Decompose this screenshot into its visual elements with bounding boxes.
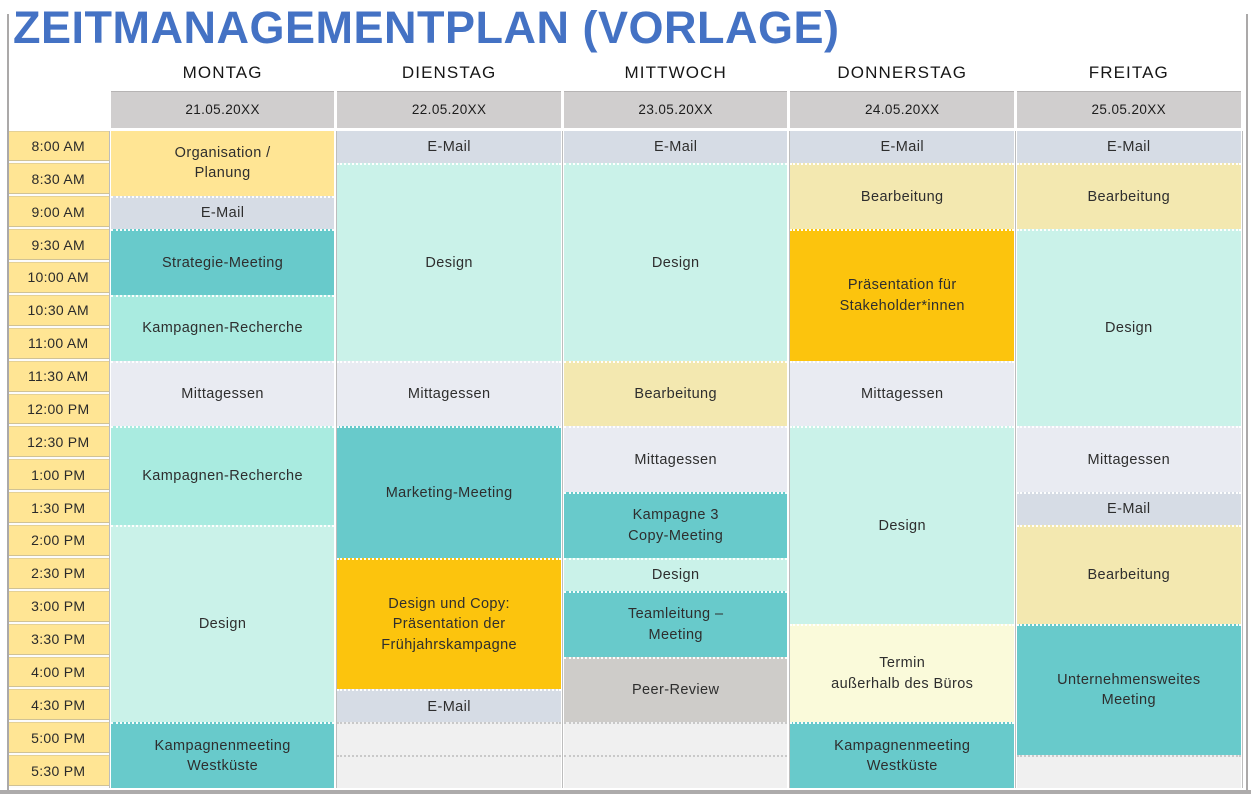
event-cell[interactable]: Design (563, 557, 788, 591)
time-cell[interactable]: 11:30 AM (8, 360, 109, 394)
event-cell[interactable]: Präsentation für Stakeholder*innen (790, 229, 1015, 361)
time-cell[interactable]: 5:00 PM (8, 722, 109, 756)
day-header: FREITAG (1088, 63, 1169, 82)
empty-cell[interactable] (337, 722, 561, 756)
time-cell[interactable]: 2:30 PM (8, 557, 109, 591)
time-cell[interactable]: 8:30 AM (8, 163, 109, 197)
date-cell[interactable]: 23.05.20XX (563, 90, 788, 128)
event-cell[interactable]: E-Mail (337, 689, 561, 723)
event-cell[interactable]: Peer-Review (563, 656, 788, 723)
event-cell[interactable]: Design und Copy: Präsentation der Frühja… (337, 557, 561, 690)
event-cell[interactable]: E-Mail (1017, 492, 1241, 526)
event-cell[interactable]: Termin außerhalb des Büros (790, 623, 1015, 723)
column-separator (335, 130, 337, 789)
empty-cell[interactable] (337, 755, 561, 789)
event-cell[interactable]: Mittagessen (1017, 426, 1241, 493)
time-cell[interactable]: 3:00 PM (8, 590, 109, 624)
event-cell[interactable]: Unternehmensweites Meeting (1017, 623, 1241, 756)
time-cell[interactable]: 12:00 PM (8, 393, 109, 427)
time-cell[interactable]: 10:00 AM (8, 262, 109, 295)
time-cell[interactable]: 9:30 AM (8, 229, 109, 262)
day-header: DONNERSTAG (837, 63, 968, 82)
event-cell[interactable]: Kampagne 3 Copy-Meeting (563, 492, 788, 558)
column-separator (1015, 130, 1017, 789)
event-cell[interactable]: Bearbeitung (1017, 163, 1241, 230)
empty-cell[interactable] (563, 722, 788, 756)
event-cell[interactable]: Teamleitung – Meeting (563, 590, 788, 657)
column-separator (1241, 130, 1243, 789)
empty-cell[interactable] (1017, 755, 1241, 789)
event-cell[interactable]: E-Mail (790, 130, 1015, 164)
time-cell[interactable]: 10:30 AM (8, 294, 109, 328)
time-cell[interactable]: 12:30 PM (8, 426, 109, 460)
day-header: DIENSTAG (401, 63, 497, 82)
event-cell[interactable]: Mittagessen (563, 426, 788, 493)
time-cell[interactable]: 4:30 PM (8, 689, 109, 723)
event-cell[interactable]: Design (1017, 229, 1241, 427)
date-cell[interactable]: 25.05.20XX (1017, 90, 1241, 128)
event-cell[interactable]: Kampagnenmeeting Westküste (110, 722, 335, 789)
event-cell[interactable]: Bearbeitung (563, 360, 788, 427)
event-cell[interactable]: Organisation / Planung (110, 130, 335, 197)
date-cell[interactable]: 22.05.20XX (337, 90, 561, 128)
time-cell[interactable]: 8:00 AM (8, 130, 109, 164)
date-cell[interactable]: 24.05.20XX (790, 90, 1015, 128)
time-cell[interactable]: 9:00 AM (8, 196, 109, 230)
time-cell[interactable]: 3:30 PM (8, 623, 109, 657)
event-cell[interactable]: Strategie-Meeting (110, 229, 335, 295)
event-cell[interactable]: Bearbeitung (1017, 525, 1241, 624)
event-cell[interactable]: Kampagnenmeeting Westküste (790, 722, 1015, 789)
event-cell[interactable]: Mittagessen (790, 360, 1015, 427)
event-cell[interactable]: E-Mail (337, 130, 561, 164)
window-border-left (7, 14, 9, 790)
event-cell[interactable]: Design (563, 163, 788, 361)
event-cell[interactable]: E-Mail (110, 196, 335, 230)
event-cell[interactable]: Design (337, 163, 561, 361)
time-cell[interactable]: 5:30 PM (8, 755, 109, 789)
empty-cell[interactable] (563, 755, 788, 789)
event-cell[interactable]: Kampagnen-Recherche (110, 294, 335, 361)
day-header: MITTWOCH (624, 63, 727, 82)
time-cell[interactable]: 1:30 PM (8, 492, 109, 526)
time-cell[interactable]: 11:00 AM (8, 327, 109, 361)
event-cell[interactable]: Marketing-Meeting (337, 426, 561, 558)
window-border-bottom (0, 789, 1251, 794)
page-title: ZEITMANAGEMENTPLAN (VORLAGE) (13, 2, 840, 53)
column-separator (562, 130, 564, 789)
window-border-right (1246, 14, 1248, 790)
event-cell[interactable]: Bearbeitung (790, 163, 1015, 230)
event-cell[interactable]: E-Mail (563, 130, 788, 164)
event-cell[interactable]: Kampagnen-Recherche (110, 426, 335, 526)
event-cell[interactable]: Design (110, 525, 335, 723)
day-header: MONTAG (182, 63, 263, 82)
event-cell[interactable]: Mittagessen (110, 360, 335, 427)
time-cell[interactable]: 4:00 PM (8, 656, 109, 690)
time-cell[interactable]: 1:00 PM (8, 459, 109, 493)
time-cell[interactable]: 2:00 PM (8, 525, 109, 558)
event-cell[interactable]: Design (790, 426, 1015, 624)
column-separator (109, 130, 111, 789)
event-cell[interactable]: E-Mail (1017, 130, 1241, 164)
date-cell[interactable]: 21.05.20XX (110, 90, 335, 128)
column-separator (788, 130, 790, 789)
event-cell[interactable]: Mittagessen (337, 360, 561, 427)
